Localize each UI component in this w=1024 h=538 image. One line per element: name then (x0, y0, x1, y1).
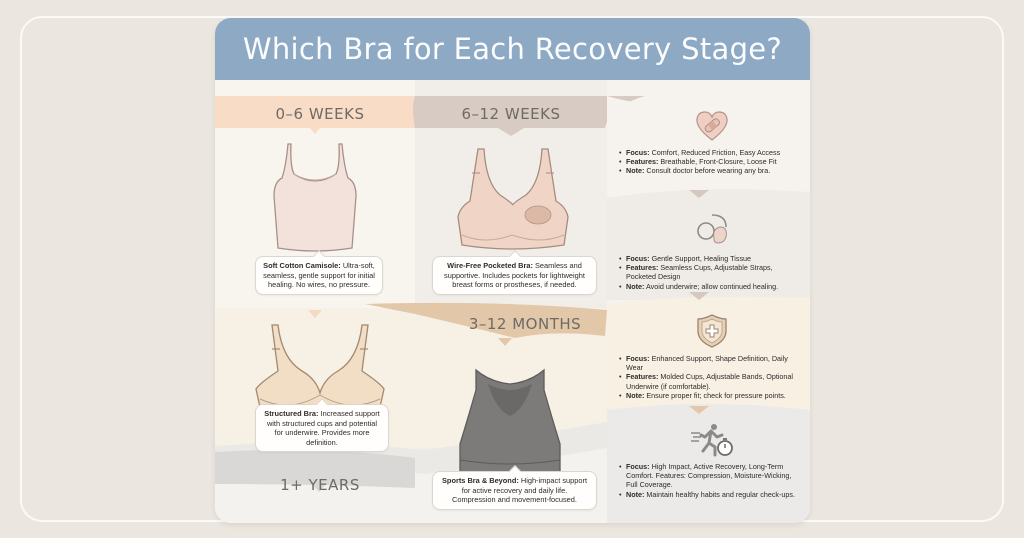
bullet-note: Note: Ensure proper fit; check for press… (619, 391, 804, 400)
callout-title: Sports Bra & Beyond: (442, 476, 519, 485)
stage-label-3-12-months: 3–12 MONTHS (468, 315, 582, 333)
callout-pocketed-bra: Wire-Free Pocketed Bra: Seamless and sup… (432, 256, 597, 295)
callout-title: Structured Bra: (264, 409, 319, 418)
bullet-note: Note: Maintain healthy habits and regula… (619, 490, 804, 499)
title-bar: Which Bra for Each Recovery Stage? (215, 18, 810, 80)
page-title: Which Bra for Each Recovery Stage? (242, 32, 783, 66)
info-block-3-12-months: Focus: Enhanced Support, Shape Definitio… (619, 308, 804, 400)
shield-plus-icon (696, 314, 727, 348)
runner-stopwatch-icon (690, 424, 733, 457)
info-block-1-plus-years: Focus: High Impact, Active Recovery, Lon… (619, 418, 804, 499)
callout-text: High-impact support for active recovery … (452, 476, 587, 505)
heart-bandage-icon (695, 111, 728, 141)
bullet-features: Features: Seamless Cups, Adjustable Stra… (619, 263, 804, 281)
info-block-6-12-weeks: Focus: Gentle Support, Healing Tissue Fe… (619, 202, 804, 291)
stage-label-6-12-weeks: 6–12 WEEKS (461, 105, 561, 123)
pocketed-bra-illustration (457, 148, 569, 250)
bullet-features: Features: Breathable, Front-Closure, Loo… (619, 157, 804, 166)
callout-title: Wire-Free Pocketed Bra: (447, 261, 533, 270)
stage-label-0-6-weeks: 0–6 WEEKS (275, 105, 365, 123)
sports-bra-illustration (459, 368, 561, 476)
infographic-card: Which Bra for Each Recovery Stage? 0–6 W… (215, 18, 810, 523)
bullet-list: Focus: Comfort, Reduced Friction, Easy A… (619, 148, 804, 176)
bullet-note: Note: Avoid underwire; allow continued h… (619, 282, 804, 291)
bullet-note: Note: Consult doctor before wearing any … (619, 166, 804, 175)
callout-text: Increased support with structured cups a… (266, 409, 380, 447)
bullet-focus: Focus: Comfort, Reduced Friction, Easy A… (619, 148, 804, 157)
callout-text: Ultra-soft, seamless, gentle support for… (263, 261, 375, 290)
info-block-0-6-weeks: Focus: Comfort, Reduced Friction, Easy A… (619, 104, 804, 176)
bullet-focus: Focus: Enhanced Support, Shape Definitio… (619, 354, 804, 372)
bullet-list: Focus: Enhanced Support, Shape Definitio… (619, 354, 804, 400)
callout-sports-bra: Sports Bra & Beyond: High-impact support… (432, 471, 597, 510)
bullet-list: Focus: High Impact, Active Recovery, Lon… (619, 462, 804, 499)
bullet-focus: Focus: Gentle Support, Healing Tissue (619, 254, 804, 263)
stage-label-1-plus-years: 1+ YEARS (280, 476, 360, 494)
callout-text: Seamless and supportive. Includes pocket… (444, 261, 585, 290)
bullet-focus: Focus: High Impact, Active Recovery, Lon… (619, 462, 804, 490)
camisole-illustration (273, 143, 357, 252)
callout-camisole: Soft Cotton Camisole: Ultra-soft, seamle… (255, 256, 383, 295)
callout-structured-bra: Structured Bra: Increased support with s… (255, 404, 389, 453)
breast-form-icon (696, 214, 727, 244)
bullet-list: Focus: Gentle Support, Healing Tissue Fe… (619, 254, 804, 291)
bullet-features: Features: Molded Cups, Adjustable Bands,… (619, 372, 804, 390)
callout-title: Soft Cotton Camisole: (263, 261, 341, 270)
